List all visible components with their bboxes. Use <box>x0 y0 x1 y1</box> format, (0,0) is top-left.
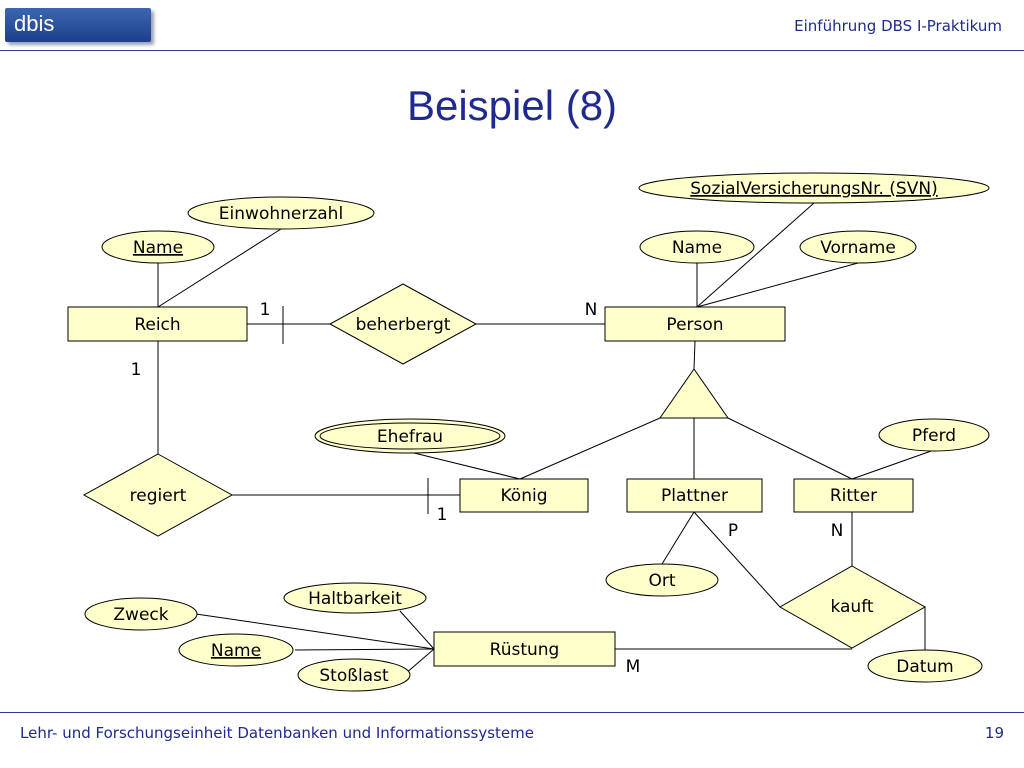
edge-isa-ritter <box>727 417 853 480</box>
attribute-zweck: Zweck <box>84 597 198 631</box>
cardinality-kauft-ruestung: M <box>626 657 641 677</box>
entity-plattner-label: Plattner <box>661 486 728 506</box>
edge-ruestung-zweck <box>195 613 435 650</box>
relationship-beherbergt: beherbergt <box>328 283 478 365</box>
edge-person-vorname <box>696 262 859 308</box>
attribute-stosslast: Stoßlast <box>297 658 411 692</box>
edge-ruestung-name <box>294 648 435 651</box>
isa-triangle <box>659 368 729 419</box>
attribute-reich-name-label: Name <box>133 238 183 258</box>
entity-person: Person <box>604 306 786 342</box>
cardinality-regiert-koenig: 1 <box>437 505 448 525</box>
entity-reich: Reich <box>67 306 248 342</box>
footer-institution: Lehr- und Forschungseinheit Datenbanken … <box>20 724 534 742</box>
edge-ritter-pferd <box>851 449 935 480</box>
entity-plattner: Plattner <box>626 478 763 513</box>
entity-koenig: König <box>459 478 589 513</box>
attribute-haltbarkeit-label: Haltbarkeit <box>308 589 402 609</box>
entity-ruestung-label: Rüstung <box>490 640 560 660</box>
attribute-vorname: Vorname <box>799 230 917 264</box>
edge-reich-einwohnerzahl <box>157 228 282 308</box>
attribute-ehefrau: Ehefrau <box>314 418 506 454</box>
attribute-svn: SozialVersicherungsNr. (SVN) <box>638 172 990 204</box>
edge-ruestung-haltbarkeit <box>399 610 435 650</box>
edge-koenig-ehefrau <box>409 451 521 480</box>
entity-reich-label: Reich <box>134 315 180 335</box>
relationship-kauft-label: kauft <box>830 597 873 617</box>
attribute-stosslast-label: Stoßlast <box>319 666 389 686</box>
entity-ritter: Ritter <box>793 478 914 513</box>
edges <box>157 202 935 675</box>
attribute-ort: Ort <box>605 563 719 597</box>
edge-plattner-ort <box>661 511 695 565</box>
course-title: Einführung DBS I-Praktikum <box>794 17 1002 35</box>
edge-person-svn <box>696 202 815 308</box>
cardinality-regiert-reich: 1 <box>131 360 142 380</box>
attribute-ruestung-name-label: Name <box>211 641 261 661</box>
relationship-regiert-label: regiert <box>130 486 187 506</box>
attribute-person-name-label: Name <box>672 238 722 258</box>
page-number: 19 <box>984 724 1004 742</box>
entity-koenig-label: König <box>501 486 548 506</box>
edge-ruestung-stosslast <box>404 648 435 675</box>
attribute-haltbarkeit: Haltbarkeit <box>283 582 427 614</box>
edge-person-isa <box>693 340 696 370</box>
edge-isa-koenig <box>519 417 661 480</box>
entity-person-label: Person <box>666 315 723 335</box>
cardinality-kauft-ritter: N <box>831 521 844 541</box>
dbis-logo: dbis <box>5 8 151 42</box>
header-divider <box>0 50 1024 51</box>
cardinality-beherbergt-person: N <box>585 300 598 320</box>
entity-ritter-label: Ritter <box>830 486 877 506</box>
relationship-regiert: regiert <box>82 453 234 537</box>
edge-plattner-kauft <box>693 511 781 608</box>
attribute-pferd-label: Pferd <box>912 426 956 446</box>
attribute-person-name: Name <box>639 230 755 264</box>
attribute-reich-name: Name <box>101 230 215 264</box>
cardinality-kauft-plattner: P <box>728 521 738 541</box>
attribute-datum-label: Datum <box>896 657 954 677</box>
relationship-kauft: kauft <box>778 565 927 649</box>
relationship-beherbergt-label: beherbergt <box>356 315 451 335</box>
logo-text: dbis <box>14 11 55 36</box>
footer-divider <box>0 712 1024 713</box>
attribute-vorname-label: Vorname <box>820 238 896 258</box>
attribute-svn-label: SozialVersicherungsNr. (SVN) <box>690 179 937 199</box>
attribute-einwohnerzahl: Einwohnerzahl <box>187 196 375 230</box>
cardinality-beherbergt-reich: 1 <box>260 300 271 320</box>
slide-title: Beispiel (8) <box>406 82 618 129</box>
attribute-einwohnerzahl-label: Einwohnerzahl <box>219 204 343 224</box>
attribute-ort-label: Ort <box>648 571 675 591</box>
attribute-pferd: Pferd <box>878 418 990 452</box>
attribute-zweck-label: Zweck <box>113 605 168 625</box>
attribute-datum: Datum <box>867 649 983 683</box>
attribute-ehefrau-label: Ehefrau <box>377 427 443 447</box>
entity-ruestung: Rüstung <box>433 631 616 667</box>
attribute-ruestung-name: Name <box>178 633 294 667</box>
